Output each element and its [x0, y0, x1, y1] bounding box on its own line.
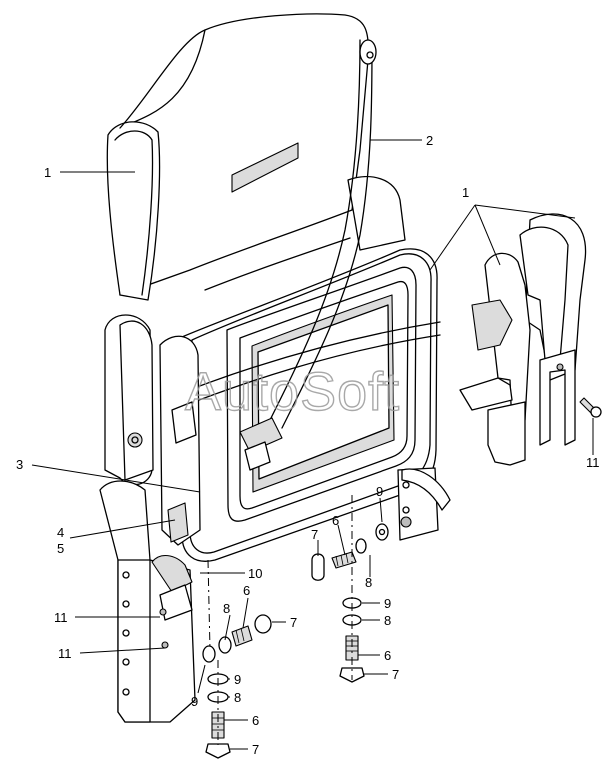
- fastener-stack-center: [311, 516, 412, 581]
- leader-lines: [31, 139, 594, 750]
- callout-9-lower: 9: [234, 672, 241, 687]
- callout-5: 5: [57, 541, 64, 556]
- callout-7-left: 7: [290, 615, 297, 630]
- callout-9-right: 9: [384, 596, 391, 611]
- callout-labels: 1 2 1 3 4 5 10 11 11 11 6 7 9 8 9 8 6 7 …: [16, 133, 600, 757]
- callout-9-center: 9: [376, 484, 383, 499]
- watermark-text: AutoSoft: [185, 362, 400, 422]
- upper-backrest-cushion: [106, 13, 370, 301]
- callout-7-right: 7: [392, 667, 399, 682]
- callout-8-right: 8: [384, 613, 391, 628]
- callout-6-right: 6: [384, 648, 391, 663]
- callout-2: 2: [426, 133, 433, 148]
- callout-4: 4: [57, 525, 64, 540]
- callout-11-lower: 11: [58, 646, 72, 661]
- callout-8-center: 8: [365, 575, 372, 590]
- callout-1-right: 1: [462, 185, 469, 200]
- callout-8-lower: 8: [234, 690, 241, 705]
- callout-8-left: 8: [223, 601, 230, 616]
- retaining-strap: [239, 39, 377, 471]
- callout-7-center: 7: [311, 527, 318, 542]
- callout-3: 3: [16, 457, 23, 472]
- callout-11-right: 11: [586, 455, 600, 470]
- callout-6-left: 6: [243, 583, 250, 598]
- callout-6-lower: 6: [252, 713, 259, 728]
- callout-9-left: 9: [191, 694, 198, 709]
- callout-7-lower: 7: [252, 742, 259, 757]
- seat-back-frame: [172, 176, 441, 562]
- armrest-assembly: [459, 213, 587, 466]
- callout-10: 10: [248, 566, 262, 581]
- lower-mounting-bracket: [99, 480, 196, 723]
- screw-right: [579, 397, 602, 418]
- left-side-support: [104, 314, 201, 546]
- callout-11-upper: 11: [54, 610, 68, 625]
- callout-1-left: 1: [44, 165, 51, 180]
- callout-6-center: 6: [332, 513, 339, 528]
- right-hinge-bracket: [397, 467, 451, 541]
